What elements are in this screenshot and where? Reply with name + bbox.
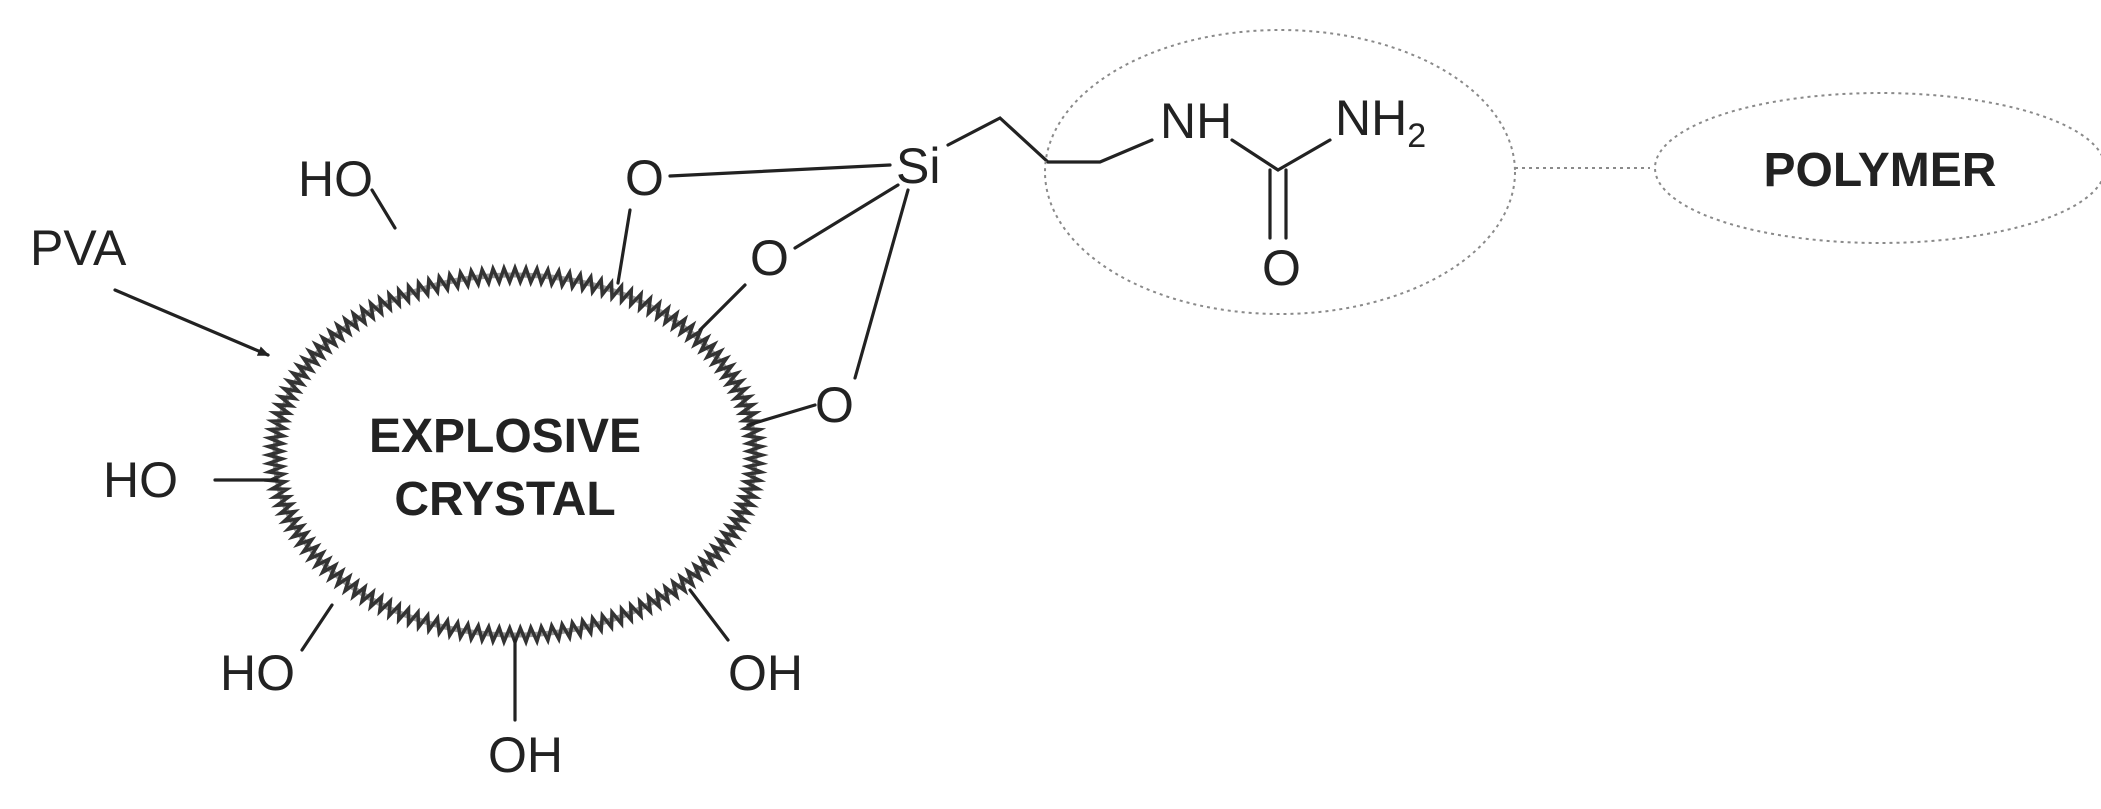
bond-crystal-o3: [746, 403, 817, 427]
bond-o2-si: [793, 183, 900, 250]
crystal-core-outline: [272, 272, 758, 638]
explosive-crystal: EXPLOSIVE CRYSTAL: [261, 263, 769, 647]
ureidopropyl-chain: NH NH2 O: [946, 90, 1426, 296]
polymer-label: POLYMER: [1764, 144, 1997, 197]
hydroxyl-bond-bottom-left: [300, 603, 334, 652]
hydroxyl-bottom: OH: [488, 727, 563, 783]
polymer-interaction: POLYMER: [1044, 29, 2101, 315]
bond-nh-c: [1230, 138, 1280, 172]
silicon-atom: Si: [896, 138, 940, 194]
crystal-label-line1: EXPLOSIVE: [369, 410, 641, 463]
hydroxyl-bond-bottom-right: [688, 588, 730, 642]
bond-crystal-o2: [698, 283, 747, 332]
hydroxyl-bond-top: [370, 188, 397, 230]
hydroxyl-top: HO: [298, 151, 373, 207]
polymer-outline: [1654, 92, 2101, 244]
hydroxyl-left: HO: [103, 452, 178, 508]
bond-c-nh2: [1276, 138, 1332, 172]
hydroxyl-bottom-right: OH: [728, 645, 803, 701]
bond-o3-si: [853, 188, 910, 380]
oxygen-2: O: [750, 230, 789, 286]
amine-nh2: NH2: [1335, 90, 1426, 155]
carbonyl-oxygen: O: [1262, 240, 1301, 296]
urea-group-outline: [1044, 29, 1516, 315]
bond-crystal-o1: [616, 208, 632, 285]
bond-o1-si: [668, 163, 892, 178]
hydroxyl-groups: HO HO HO OH OH: [103, 151, 803, 783]
oxygen-3: O: [815, 377, 854, 433]
propyl-chain: [946, 116, 1154, 164]
pva-arrow: [113, 288, 270, 357]
pva-pointer: PVA: [30, 220, 270, 357]
pva-label: PVA: [30, 220, 127, 276]
siloxane-linkage: O O O Si: [616, 138, 940, 433]
crystal-label-line2: CRYSTAL: [394, 473, 615, 526]
hydroxyl-bottom-left: HO: [220, 645, 295, 701]
amine-nh: NH: [1160, 93, 1232, 149]
pva-coating: [261, 263, 769, 647]
oxygen-1: O: [625, 150, 664, 206]
